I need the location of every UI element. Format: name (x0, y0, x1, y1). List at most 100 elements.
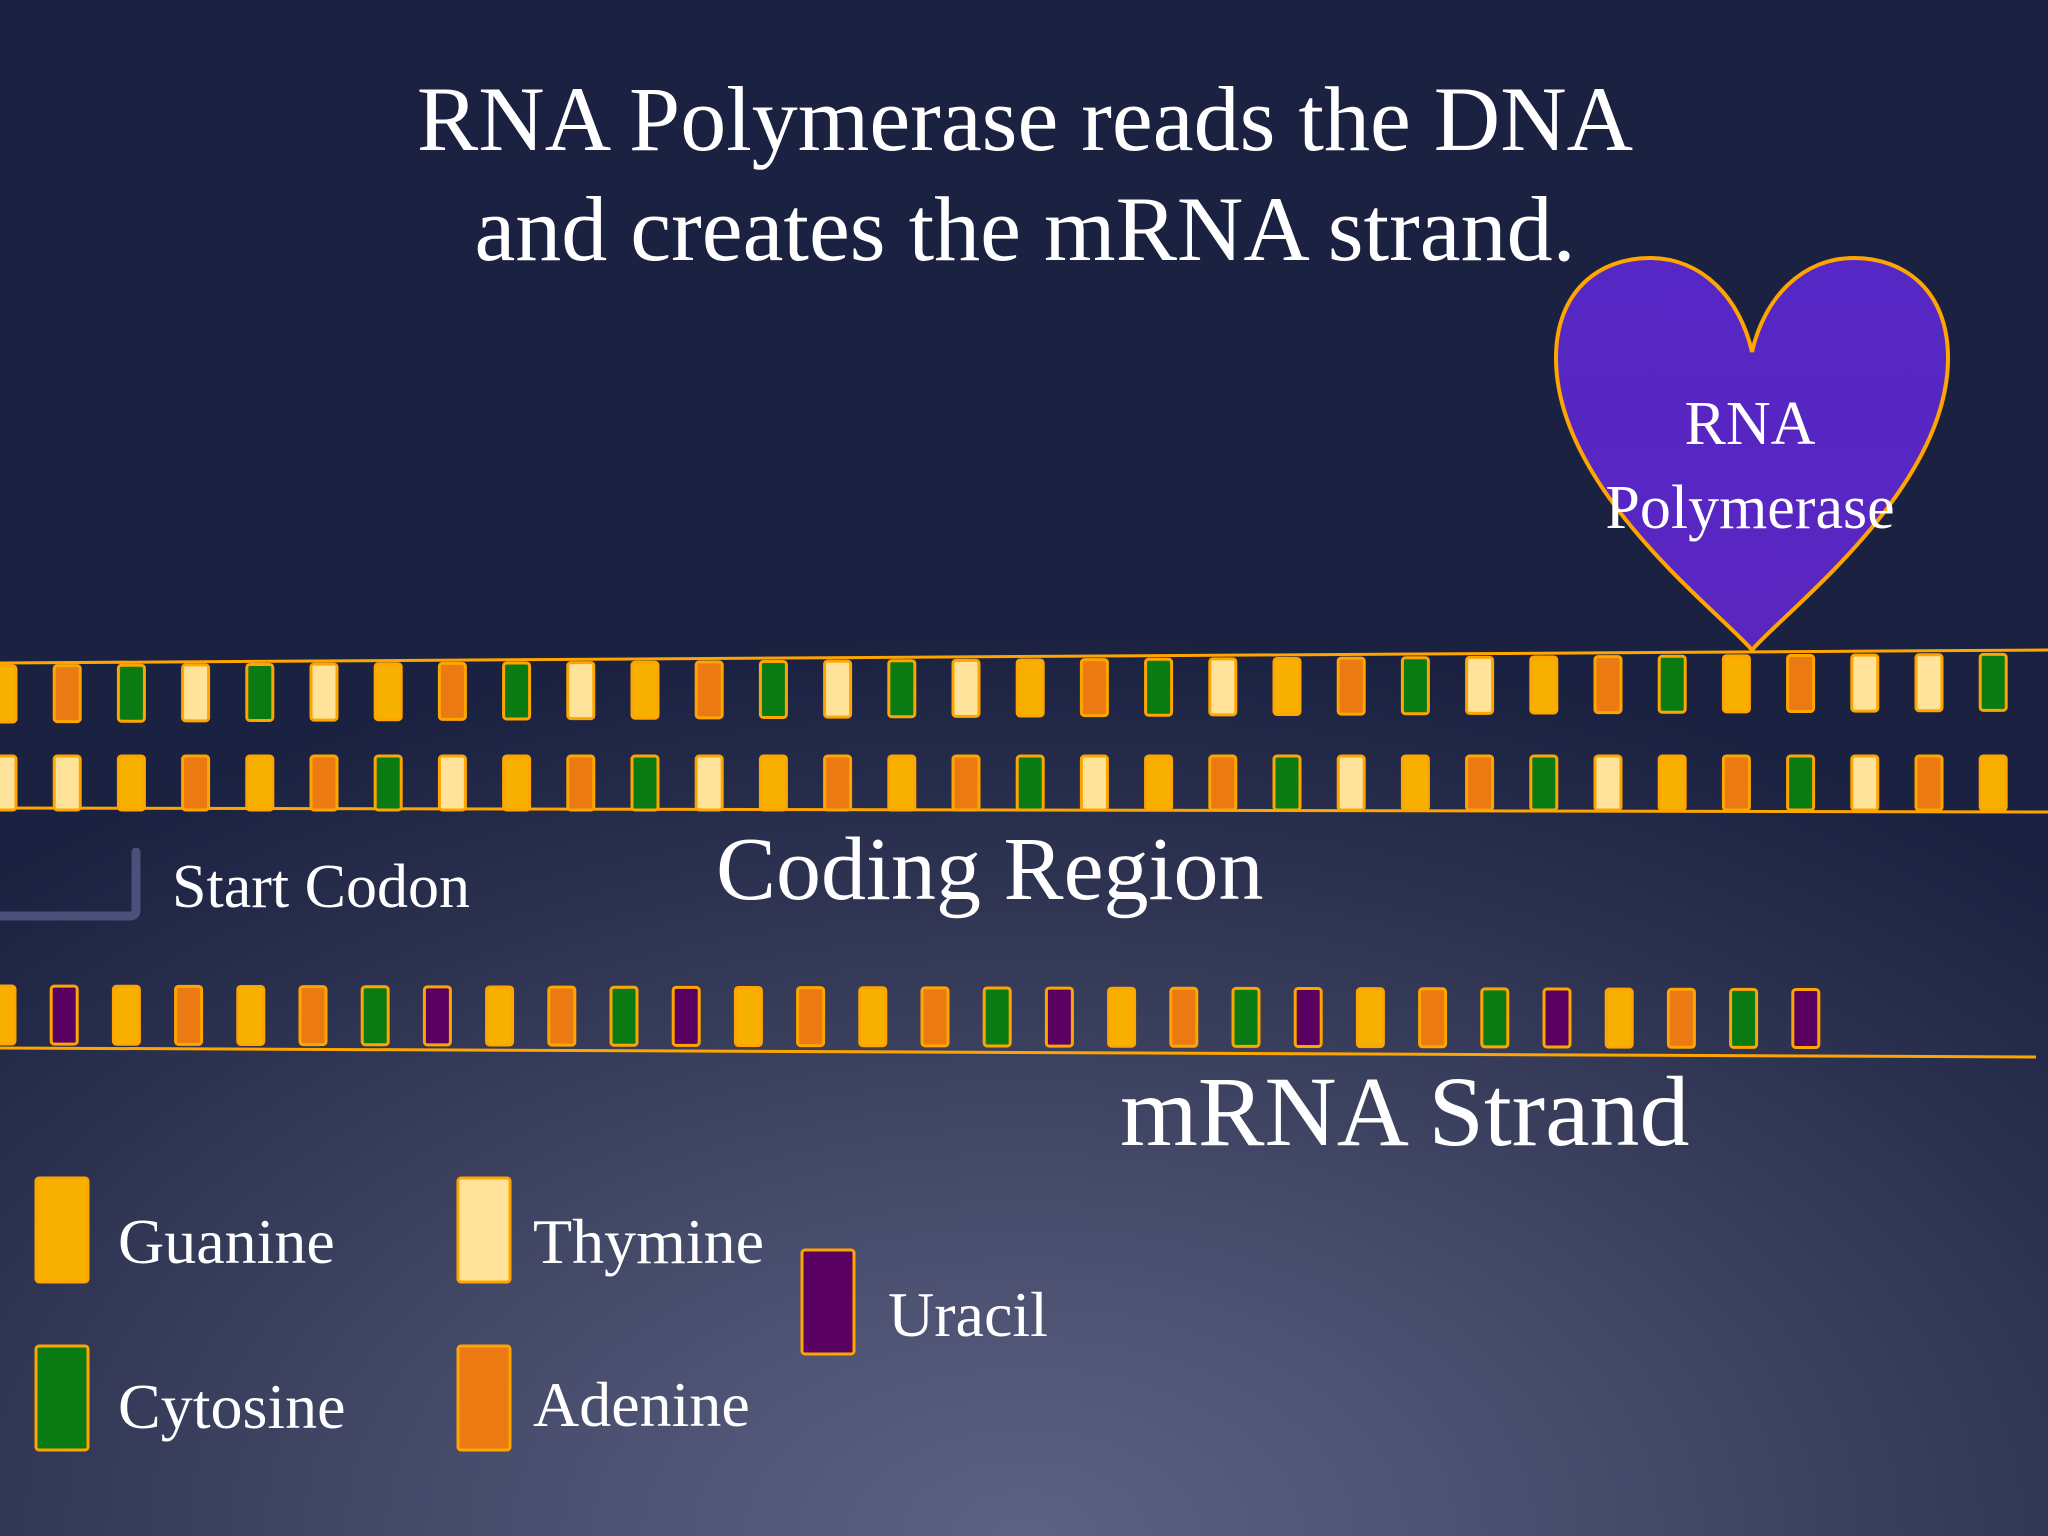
coding-strand-guanine-base (630, 660, 660, 720)
mrna-adenine-base (1666, 987, 1696, 1049)
coding-strand-thymine-base (951, 658, 981, 718)
mrna-adenine-base (547, 985, 577, 1047)
template-strand-thymine-base (694, 754, 724, 812)
mrna-guanine-base (1355, 987, 1385, 1049)
mrna-uracil-base (1044, 986, 1074, 1048)
coding-strand-thymine-base (181, 663, 211, 723)
mrna-adenine-base (174, 984, 204, 1046)
coding-strand-backbone (0, 648, 2048, 665)
mrna-uracil-base (49, 984, 79, 1046)
coding-region-label: Coding Region (716, 820, 1264, 919)
mrna-cytosine-base (1480, 987, 1510, 1049)
coding-strand-cytosine-base (1978, 652, 2008, 712)
coding-strand-adenine-base (694, 660, 724, 720)
slide-title: RNA Polymerase reads the DNA and creates… (200, 64, 1850, 284)
heart-shape (1553, 255, 1951, 654)
template-strand-adenine-base (823, 754, 853, 812)
coding-strand-thymine-base (1208, 657, 1238, 717)
template-strand-adenine-base (181, 754, 211, 812)
template-strand-thymine-base (437, 754, 467, 812)
coding-strand-cytosine-base (758, 659, 788, 719)
coding-strand-thymine-base (1850, 653, 1880, 713)
coding-strand-thymine-base (1465, 655, 1495, 715)
coding-strand-guanine-base (1015, 658, 1045, 718)
enzyme-line-1: RNA (1684, 390, 1816, 458)
mrna-strand-label: mRNA Strand (1120, 1056, 1690, 1167)
template-strand-thymine-base (1079, 754, 1109, 812)
template-strand-cytosine-base (373, 754, 403, 812)
mrna-adenine-base (796, 986, 826, 1048)
template-strand-cytosine-base (1786, 754, 1816, 812)
template-strand-guanine-base (245, 754, 275, 812)
template-strand-thymine-base (0, 754, 18, 812)
enzyme-line-2: Polymerase (1605, 474, 1895, 542)
mrna-cytosine-base (982, 986, 1012, 1048)
template-strand-thymine-base (52, 754, 82, 812)
template-strand-cytosine-base (1272, 754, 1302, 812)
legend-swatch-cytosine (34, 1344, 90, 1452)
mrna-uracil-base (1293, 987, 1323, 1049)
coding-strand-cytosine-base (887, 659, 917, 719)
coding-strand-adenine-base (1593, 655, 1623, 715)
template-strand-adenine-base (309, 754, 339, 812)
mrna-cytosine-base (1231, 986, 1261, 1048)
coding-strand-thymine-base (309, 662, 339, 722)
mrna-strand-backbone (0, 1046, 2037, 1059)
legend-swatch-uracil (800, 1248, 856, 1356)
coding-strand-cytosine-base (1144, 657, 1174, 717)
coding-strand-cytosine-base (245, 662, 275, 722)
coding-strand-cytosine-base (1657, 654, 1687, 714)
mrna-guanine-base (111, 984, 141, 1046)
legend-label-guanine: Guanine (118, 1206, 335, 1277)
mrna-adenine-base (1169, 986, 1199, 1048)
coding-strand-guanine-base (1721, 654, 1751, 714)
template-strand-guanine-base (1400, 754, 1430, 812)
template-strand-adenine-base (1914, 754, 1944, 812)
template-strand-adenine-base (1465, 754, 1495, 812)
mrna-uracil-base (1542, 987, 1572, 1049)
template-strand (0, 754, 2008, 812)
coding-strand-guanine-base (1529, 655, 1559, 715)
coding-strand-adenine-base (52, 664, 82, 724)
mrna-uracil-base (422, 985, 452, 1047)
template-strand-adenine-base (566, 754, 596, 812)
mrna-adenine-base (298, 985, 328, 1047)
coding-strand-cytosine-base (502, 661, 532, 721)
mrna-guanine-base (1604, 987, 1634, 1049)
coding-strand-cytosine-base (1400, 656, 1430, 716)
legend-label-adenine: Adenine (533, 1369, 750, 1440)
mrna-cytosine-base (360, 985, 390, 1047)
mrna-adenine-base (920, 986, 950, 1048)
mrna-strand (0, 984, 1821, 1050)
template-strand-thymine-base (1850, 754, 1880, 812)
legend-swatch-guanine (34, 1176, 90, 1284)
template-strand-thymine-base (1336, 754, 1366, 812)
coding-strand (0, 652, 2008, 724)
template-strand-cytosine-base (630, 754, 660, 812)
coding-strand-thymine-base (566, 661, 596, 721)
coding-strand-adenine-base (1079, 658, 1109, 718)
legend-swatches (34, 1176, 856, 1452)
template-strand-guanine-base (758, 754, 788, 812)
template-strand-adenine-base (1208, 754, 1238, 812)
mrna-cytosine-base (609, 985, 639, 1047)
start-codon-bracket (0, 847, 141, 921)
template-strand-guanine-base (502, 754, 532, 812)
rna-polymerase-heart (1553, 255, 1951, 654)
template-strand-guanine-base (116, 754, 146, 812)
mrna-guanine-base (0, 984, 17, 1046)
template-strand-guanine-base (887, 754, 917, 812)
legend-label-cytosine: Cytosine (118, 1371, 346, 1442)
title-line-2: and creates the mRNA strand. (474, 178, 1576, 280)
legend-swatch-thymine (456, 1176, 512, 1284)
coding-strand-thymine-base (1914, 653, 1944, 713)
template-strand-cytosine-base (1529, 754, 1559, 812)
template-strand-guanine-base (1978, 754, 2008, 812)
template-strand-guanine-base (1144, 754, 1174, 812)
mrna-guanine-base (1107, 986, 1137, 1048)
coding-strand-guanine-base (0, 664, 18, 724)
legend-label-thymine: Thymine (533, 1206, 765, 1277)
start-codon-label: Start Codon (172, 853, 470, 921)
mrna-guanine-base (485, 985, 515, 1047)
